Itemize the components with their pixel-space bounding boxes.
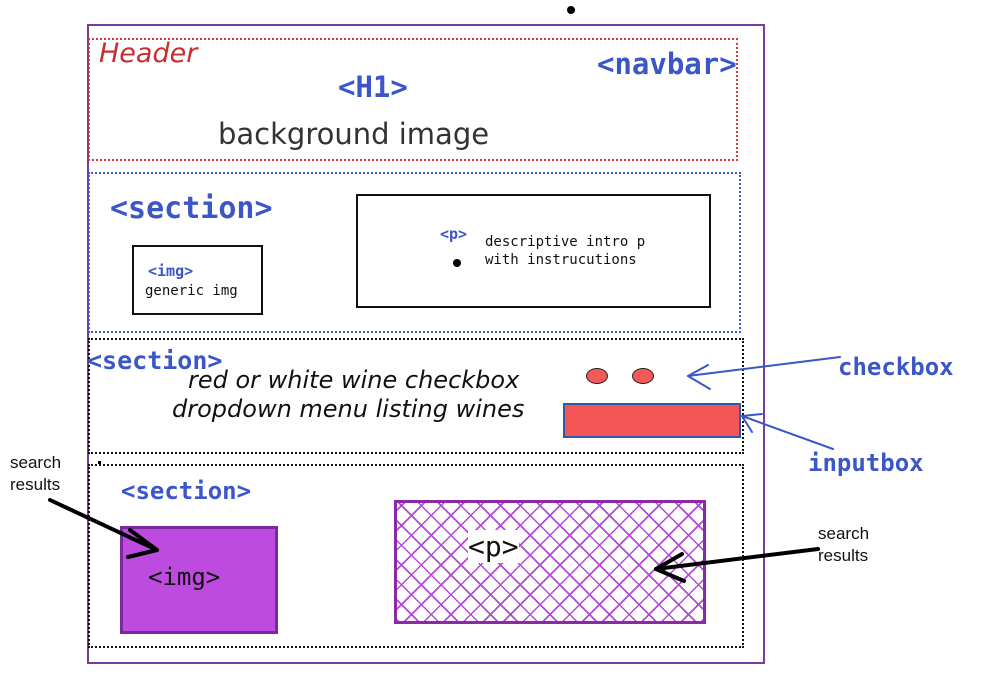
intro-paragraph-box [356,194,711,308]
navbar-tag: <navbar> [597,47,737,81]
section-intro-tag: <section> [110,191,273,226]
left-results-arrow-head [126,528,159,559]
left-search-results-note: search results [10,452,61,496]
h1-tag: <H1> [338,70,408,104]
left-note-line2: results [10,475,61,494]
img-tag-small: <img> [148,262,194,280]
right-results-arrow-head [654,552,686,583]
checkbox-arrow-line [687,356,841,377]
intro-paragraph-line2: with instrucutions [485,252,637,268]
generic-img-box [132,245,263,315]
section-filter-tag: <section> [87,346,223,375]
wine-checkbox-note: red or white wine checkbox [188,366,520,394]
section-intro-region [88,172,741,333]
section3-corner-mark [98,461,101,464]
p-tag-small: <p> [440,225,468,243]
top-dot [567,6,575,14]
inputbox-callout-label: inputbox [808,449,924,477]
white-wine-checkbox[interactable] [632,368,654,384]
generic-img-text: generic img [145,283,238,299]
inputbox-arrow-line [741,415,834,450]
wine-dropdown-note: dropdown menu listing wines [172,395,525,423]
checkbox-callout-label: checkbox [838,353,954,381]
section-results-tag: <section> [121,477,252,505]
right-search-results-note: search results [818,523,869,567]
wine-input-box[interactable] [563,403,741,438]
intro-bullet-dot [453,259,461,267]
results-paragraph-box [394,500,706,624]
background-image-note: background image [218,117,490,151]
inputbox-arrow-head [741,413,763,433]
intro-paragraph-line1: descriptive intro p [485,234,646,250]
header-region [88,38,738,161]
results-p-tag: <p> [468,530,519,563]
right-note-line2: results [818,546,869,565]
section-filter-region [88,338,744,454]
checkbox-arrow-head [687,364,711,390]
right-note-line1: search [818,524,870,543]
header-label: Header [99,38,198,69]
section-results-region [88,464,744,648]
red-wine-checkbox[interactable] [586,368,608,384]
left-note-line1: search [10,453,62,472]
right-results-arrow-line [654,547,820,571]
left-results-arrow-line [48,498,159,552]
results-img-tag: <img> [148,563,221,591]
